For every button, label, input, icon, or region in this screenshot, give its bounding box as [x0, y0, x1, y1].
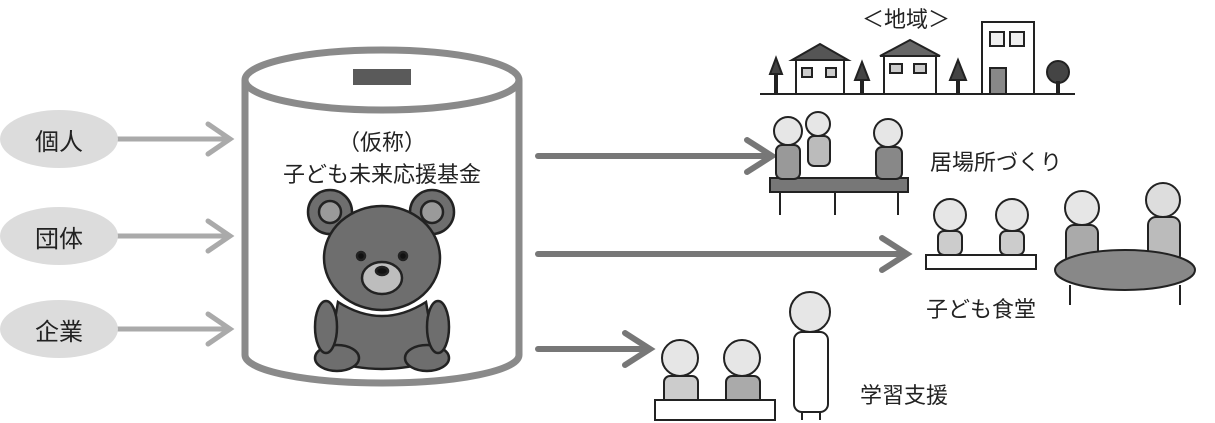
output-arrow-2	[535, 235, 913, 273]
gathering-place-scene	[769, 111, 909, 215]
donor-label: 企業	[35, 317, 83, 346]
activity-childrens-cafeteria: 子ども食堂	[926, 298, 1037, 323]
donor-organization: 団体	[0, 207, 118, 265]
fund-name-tentative: （仮称）	[337, 131, 426, 156]
donor-individual: 個人	[0, 110, 118, 168]
donor-arrow-1	[115, 121, 235, 157]
activity-study-support: 学習支援	[860, 384, 949, 409]
study-support-scene	[654, 291, 831, 421]
donor-label: 個人	[35, 127, 83, 156]
fund-name: 子ども未来応援基金	[282, 163, 481, 188]
donor-arrow-2	[115, 218, 235, 254]
region-label: ＜地域＞	[862, 8, 951, 33]
donor-arrow-3	[115, 311, 235, 347]
houses-icon	[760, 21, 1075, 95]
coin-slot	[353, 69, 411, 85]
teddy-bear-icon	[306, 188, 456, 373]
donor-label: 団体	[35, 224, 83, 253]
output-arrow-3	[535, 330, 656, 368]
childrens-cafeteria-scene	[925, 182, 1196, 305]
activity-gathering-place: 居場所づくり	[930, 151, 1063, 176]
donor-company: 企業	[0, 300, 118, 358]
output-arrow-1	[535, 137, 778, 175]
